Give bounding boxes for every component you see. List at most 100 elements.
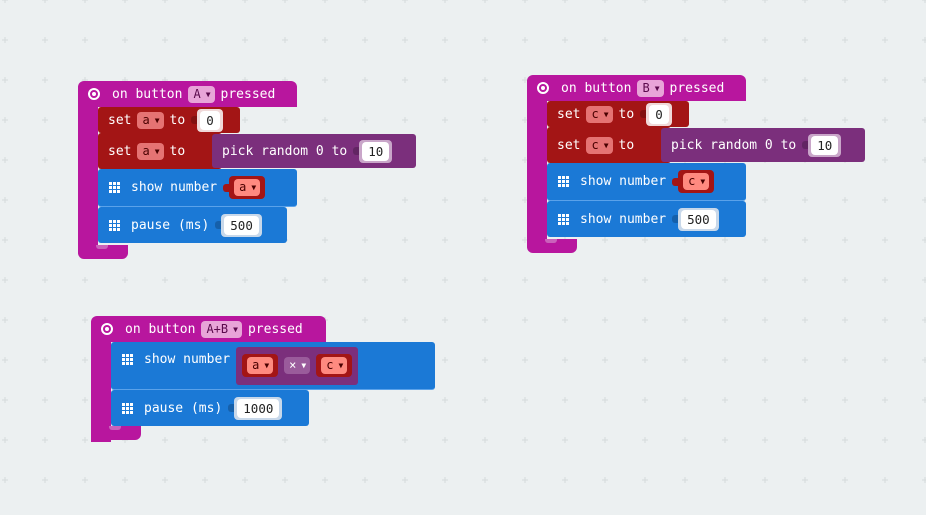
grid-cross — [682, 477, 688, 483]
grid-cross — [722, 437, 728, 443]
right-variable-reporter[interactable]: c▼ — [321, 357, 348, 374]
set-random-block[interactable]: set a▼ to — [98, 133, 222, 169]
event-hat[interactable]: on button B▼ pressed — [527, 75, 746, 101]
button-dropdown-value: A — [193, 86, 201, 101]
grid-cross — [802, 357, 808, 363]
grid-cross — [722, 0, 728, 3]
button-dropdown[interactable]: B▼ — [637, 79, 664, 97]
grid-cross — [882, 77, 888, 83]
grid-cross — [642, 477, 648, 483]
show-number-block[interactable]: show number 500 — [547, 201, 746, 237]
button-dropdown-value: A+B — [206, 321, 229, 336]
grid-cross — [242, 117, 248, 123]
grid-cross — [562, 37, 568, 43]
show-number-label: show number — [580, 211, 667, 227]
event-rail — [78, 107, 98, 247]
pause-ms-input[interactable]: 500 — [224, 215, 259, 235]
left-variable-reporter[interactable]: a▼ — [247, 357, 274, 374]
grid-cross — [762, 477, 768, 483]
show-number-block[interactable]: show number c▼ — [547, 163, 746, 201]
variable-reporter[interactable]: c▼ — [683, 173, 710, 190]
variable-dropdown-value: c — [591, 106, 599, 121]
variable-reporter[interactable]: a▼ — [234, 179, 261, 196]
grid-cross — [402, 37, 408, 43]
led-grid-icon — [109, 219, 120, 231]
number-input[interactable]: 500 — [681, 209, 716, 229]
set-random-block[interactable]: set c▼ to — [547, 127, 671, 163]
grid-cross — [922, 237, 926, 243]
led-grid-icon — [109, 182, 120, 193]
grid-cross — [482, 437, 488, 443]
pause-ms-input[interactable]: 1000 — [237, 398, 280, 418]
number-input[interactable]: 0 — [200, 110, 220, 130]
grid-cross — [642, 317, 648, 323]
variable-dropdown[interactable]: a▼ — [137, 142, 164, 160]
event-hat[interactable]: on button A▼ pressed — [78, 81, 297, 107]
grid-cross — [682, 437, 688, 443]
grid-cross — [562, 477, 568, 483]
event-hat[interactable]: on button A+B▼ pressed — [91, 316, 326, 342]
grid-cross — [362, 477, 368, 483]
dropdown-arrow-icon: ▼ — [233, 324, 238, 334]
gear-icon — [101, 323, 113, 335]
grid-cross — [162, 277, 168, 283]
pause-label: pause (ms) — [131, 217, 210, 233]
grid-cross — [802, 477, 808, 483]
dropdown-arrow-icon: ▼ — [154, 115, 160, 125]
grid-cross — [602, 277, 608, 283]
random-max-input[interactable]: 10 — [362, 141, 390, 161]
button-dropdown[interactable]: A+B ▼ — [201, 320, 242, 338]
pick-random-block[interactable]: pick random 0 to 10 — [661, 128, 865, 162]
grid-cross — [522, 397, 528, 403]
grid-cross — [842, 437, 848, 443]
input-notch — [640, 110, 647, 118]
grid-cross — [522, 37, 528, 43]
grid-cross — [2, 77, 8, 83]
set-block[interactable]: set a▼ to 0 — [98, 107, 240, 133]
grid-cross — [722, 317, 728, 323]
grid-cross — [82, 277, 88, 283]
variable-dropdown[interactable]: c▼ — [586, 136, 613, 154]
grid-cross — [2, 317, 8, 323]
button-dropdown[interactable]: A▼ — [188, 85, 215, 103]
grid-cross — [162, 0, 168, 3]
button-dropdown-value: B — [642, 80, 650, 95]
input-notch — [672, 177, 679, 186]
show-number-block[interactable]: show number a▼ ×▼ c▼ — [111, 342, 435, 390]
show-number-block[interactable]: show number a▼ — [98, 169, 297, 207]
variable-dropdown[interactable]: a▼ — [137, 111, 164, 129]
set-label: set — [557, 106, 581, 122]
grid-cross — [842, 0, 848, 3]
operator-dropdown[interactable]: ×▼ — [284, 357, 311, 374]
event-label: on button — [561, 80, 632, 96]
grid-cross — [562, 277, 568, 283]
variable-dropdown-value: a — [142, 112, 150, 127]
variable-dropdown[interactable]: c▼ — [586, 105, 613, 123]
grid-cross — [2, 37, 8, 43]
grid-cross — [682, 237, 688, 243]
event-suffix: pressed — [220, 86, 276, 102]
grid-cross — [682, 317, 688, 323]
event-foot — [527, 239, 577, 253]
grid-cross — [362, 197, 368, 203]
grid-cross — [802, 237, 808, 243]
pause-block[interactable]: pause (ms) 500 — [98, 207, 287, 243]
grid-cross — [922, 437, 926, 443]
grid-cross — [802, 197, 808, 203]
math-multiply-block[interactable]: a▼ ×▼ c▼ — [236, 346, 359, 385]
grid-cross — [42, 37, 48, 43]
number-input[interactable]: 0 — [649, 104, 669, 124]
set-block[interactable]: set c▼ to 0 — [547, 101, 689, 127]
pause-block[interactable]: pause (ms) 1000 — [111, 390, 309, 426]
grid-cross — [2, 397, 8, 403]
grid-cross — [602, 237, 608, 243]
pause-label: pause (ms) — [144, 400, 223, 416]
random-max-input[interactable]: 10 — [811, 135, 839, 155]
grid-cross — [82, 37, 88, 43]
grid-cross — [922, 277, 926, 283]
grid-cross — [562, 0, 568, 3]
event-rail — [91, 342, 111, 442]
grid-cross — [322, 237, 328, 243]
input-notch — [672, 215, 679, 223]
pick-random-block[interactable]: pick random 0 to 10 — [212, 134, 416, 168]
